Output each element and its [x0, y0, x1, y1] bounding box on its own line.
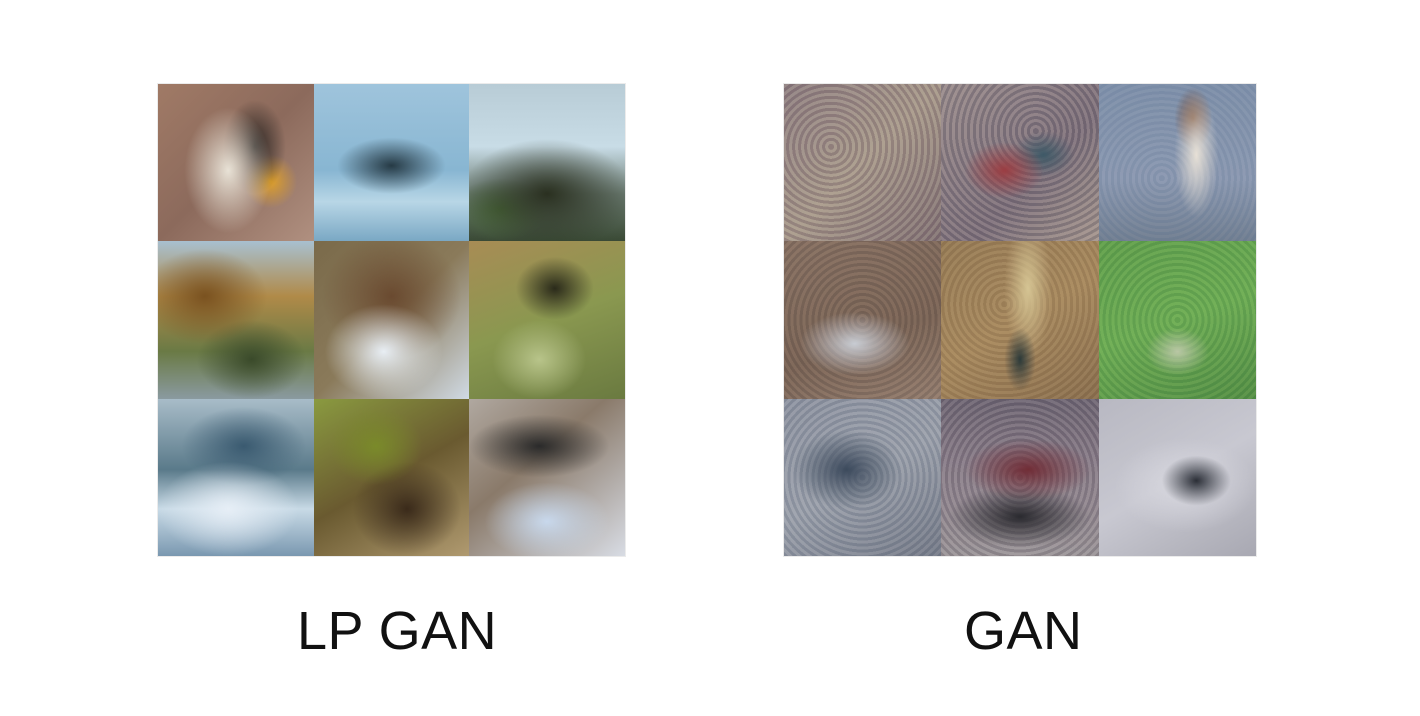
lp-gan-sample-image — [469, 398, 625, 556]
lp-gan-sample-image — [158, 84, 314, 242]
gan-panel — [784, 84, 1256, 556]
gan-sample-image — [1098, 84, 1256, 242]
gan-sample-grid — [784, 84, 1256, 556]
gan-sample-image — [1098, 398, 1256, 556]
lp-gan-sample-image — [469, 84, 625, 242]
lp-gan-sample-grid — [158, 84, 625, 556]
gan-sample-image — [784, 241, 942, 399]
lp-gan-sample-image — [313, 241, 470, 399]
lp-gan-sample-image — [158, 241, 314, 399]
lp-gan-sample-image — [313, 398, 470, 556]
gan-sample-image — [784, 84, 942, 242]
gan-caption: GAN — [964, 601, 1083, 661]
gan-sample-image — [784, 398, 942, 556]
lp-gan-panel — [158, 84, 625, 556]
lp-gan-caption: LP GAN — [297, 601, 498, 661]
gan-sample-image — [941, 398, 1099, 556]
gan-sample-image — [941, 84, 1099, 242]
lp-gan-sample-image — [313, 84, 470, 242]
lp-gan-sample-image — [158, 398, 314, 556]
gan-sample-image — [941, 241, 1099, 399]
gan-sample-image — [1098, 241, 1256, 399]
lp-gan-sample-image — [469, 241, 625, 399]
